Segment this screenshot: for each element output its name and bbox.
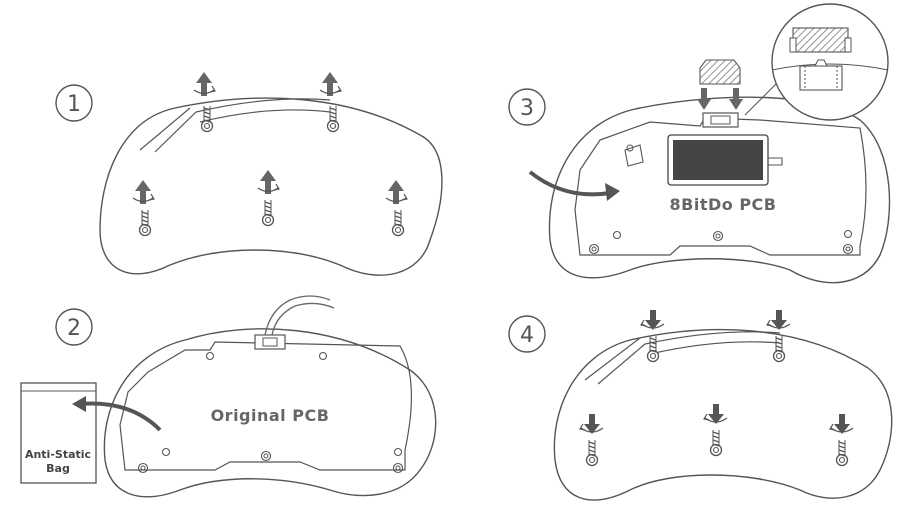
curved-arrow-icon (72, 396, 162, 432)
step-number: 4 (520, 323, 534, 348)
original-pcb (119, 341, 413, 471)
arrow-down-icon (829, 413, 854, 435)
step-number: 1 (67, 92, 81, 117)
arrow-down-icon (697, 88, 743, 110)
8bitdo-pcb (574, 117, 867, 256)
step-number-badge: 2 (55, 308, 93, 346)
screw-icon (835, 439, 849, 467)
arrow-down-icon (640, 309, 665, 331)
arrow-up-icon (193, 71, 216, 97)
step-number-badge: 4 (508, 315, 546, 353)
controller-shell (103, 328, 437, 498)
controller-shell (553, 328, 893, 501)
screw-icon (585, 439, 599, 467)
screw-icon (391, 209, 405, 237)
arrow-up-icon (385, 179, 408, 205)
step-4: 4 (508, 309, 893, 501)
screw-icon (326, 105, 340, 133)
step-number: 3 (520, 96, 534, 121)
magnified-detail (744, 3, 889, 121)
arrow-up-icon (132, 179, 155, 205)
arrow-down-icon (579, 413, 604, 435)
screw-icon (138, 209, 152, 237)
bag-label-line2: Bag (46, 462, 70, 475)
step-number-badge: 3 (508, 88, 546, 126)
screw-icon (772, 335, 786, 363)
step-2: 2 Original PCB Anti-Static Bag (20, 295, 437, 498)
pcb-label: 8BitDo PCB (670, 195, 777, 214)
step-1: 1 (55, 71, 443, 276)
step-number: 2 (67, 316, 81, 341)
pcb-label: Original PCB (211, 406, 330, 425)
arrow-up-icon (257, 169, 280, 195)
controller-shell (99, 97, 443, 276)
screw-icon (646, 335, 660, 363)
arrow-down-icon (703, 403, 728, 425)
curved-arrow-icon (528, 170, 620, 201)
screw-icon (709, 429, 723, 457)
bag-label-line1: Anti-Static (25, 448, 91, 461)
arrow-down-icon (766, 309, 791, 331)
screw-icon (261, 199, 275, 227)
arrow-up-icon (319, 71, 342, 97)
connector-module (699, 59, 741, 85)
step-number-badge: 1 (55, 84, 93, 122)
step-3: 3 8BitDo PCB (508, 3, 891, 284)
